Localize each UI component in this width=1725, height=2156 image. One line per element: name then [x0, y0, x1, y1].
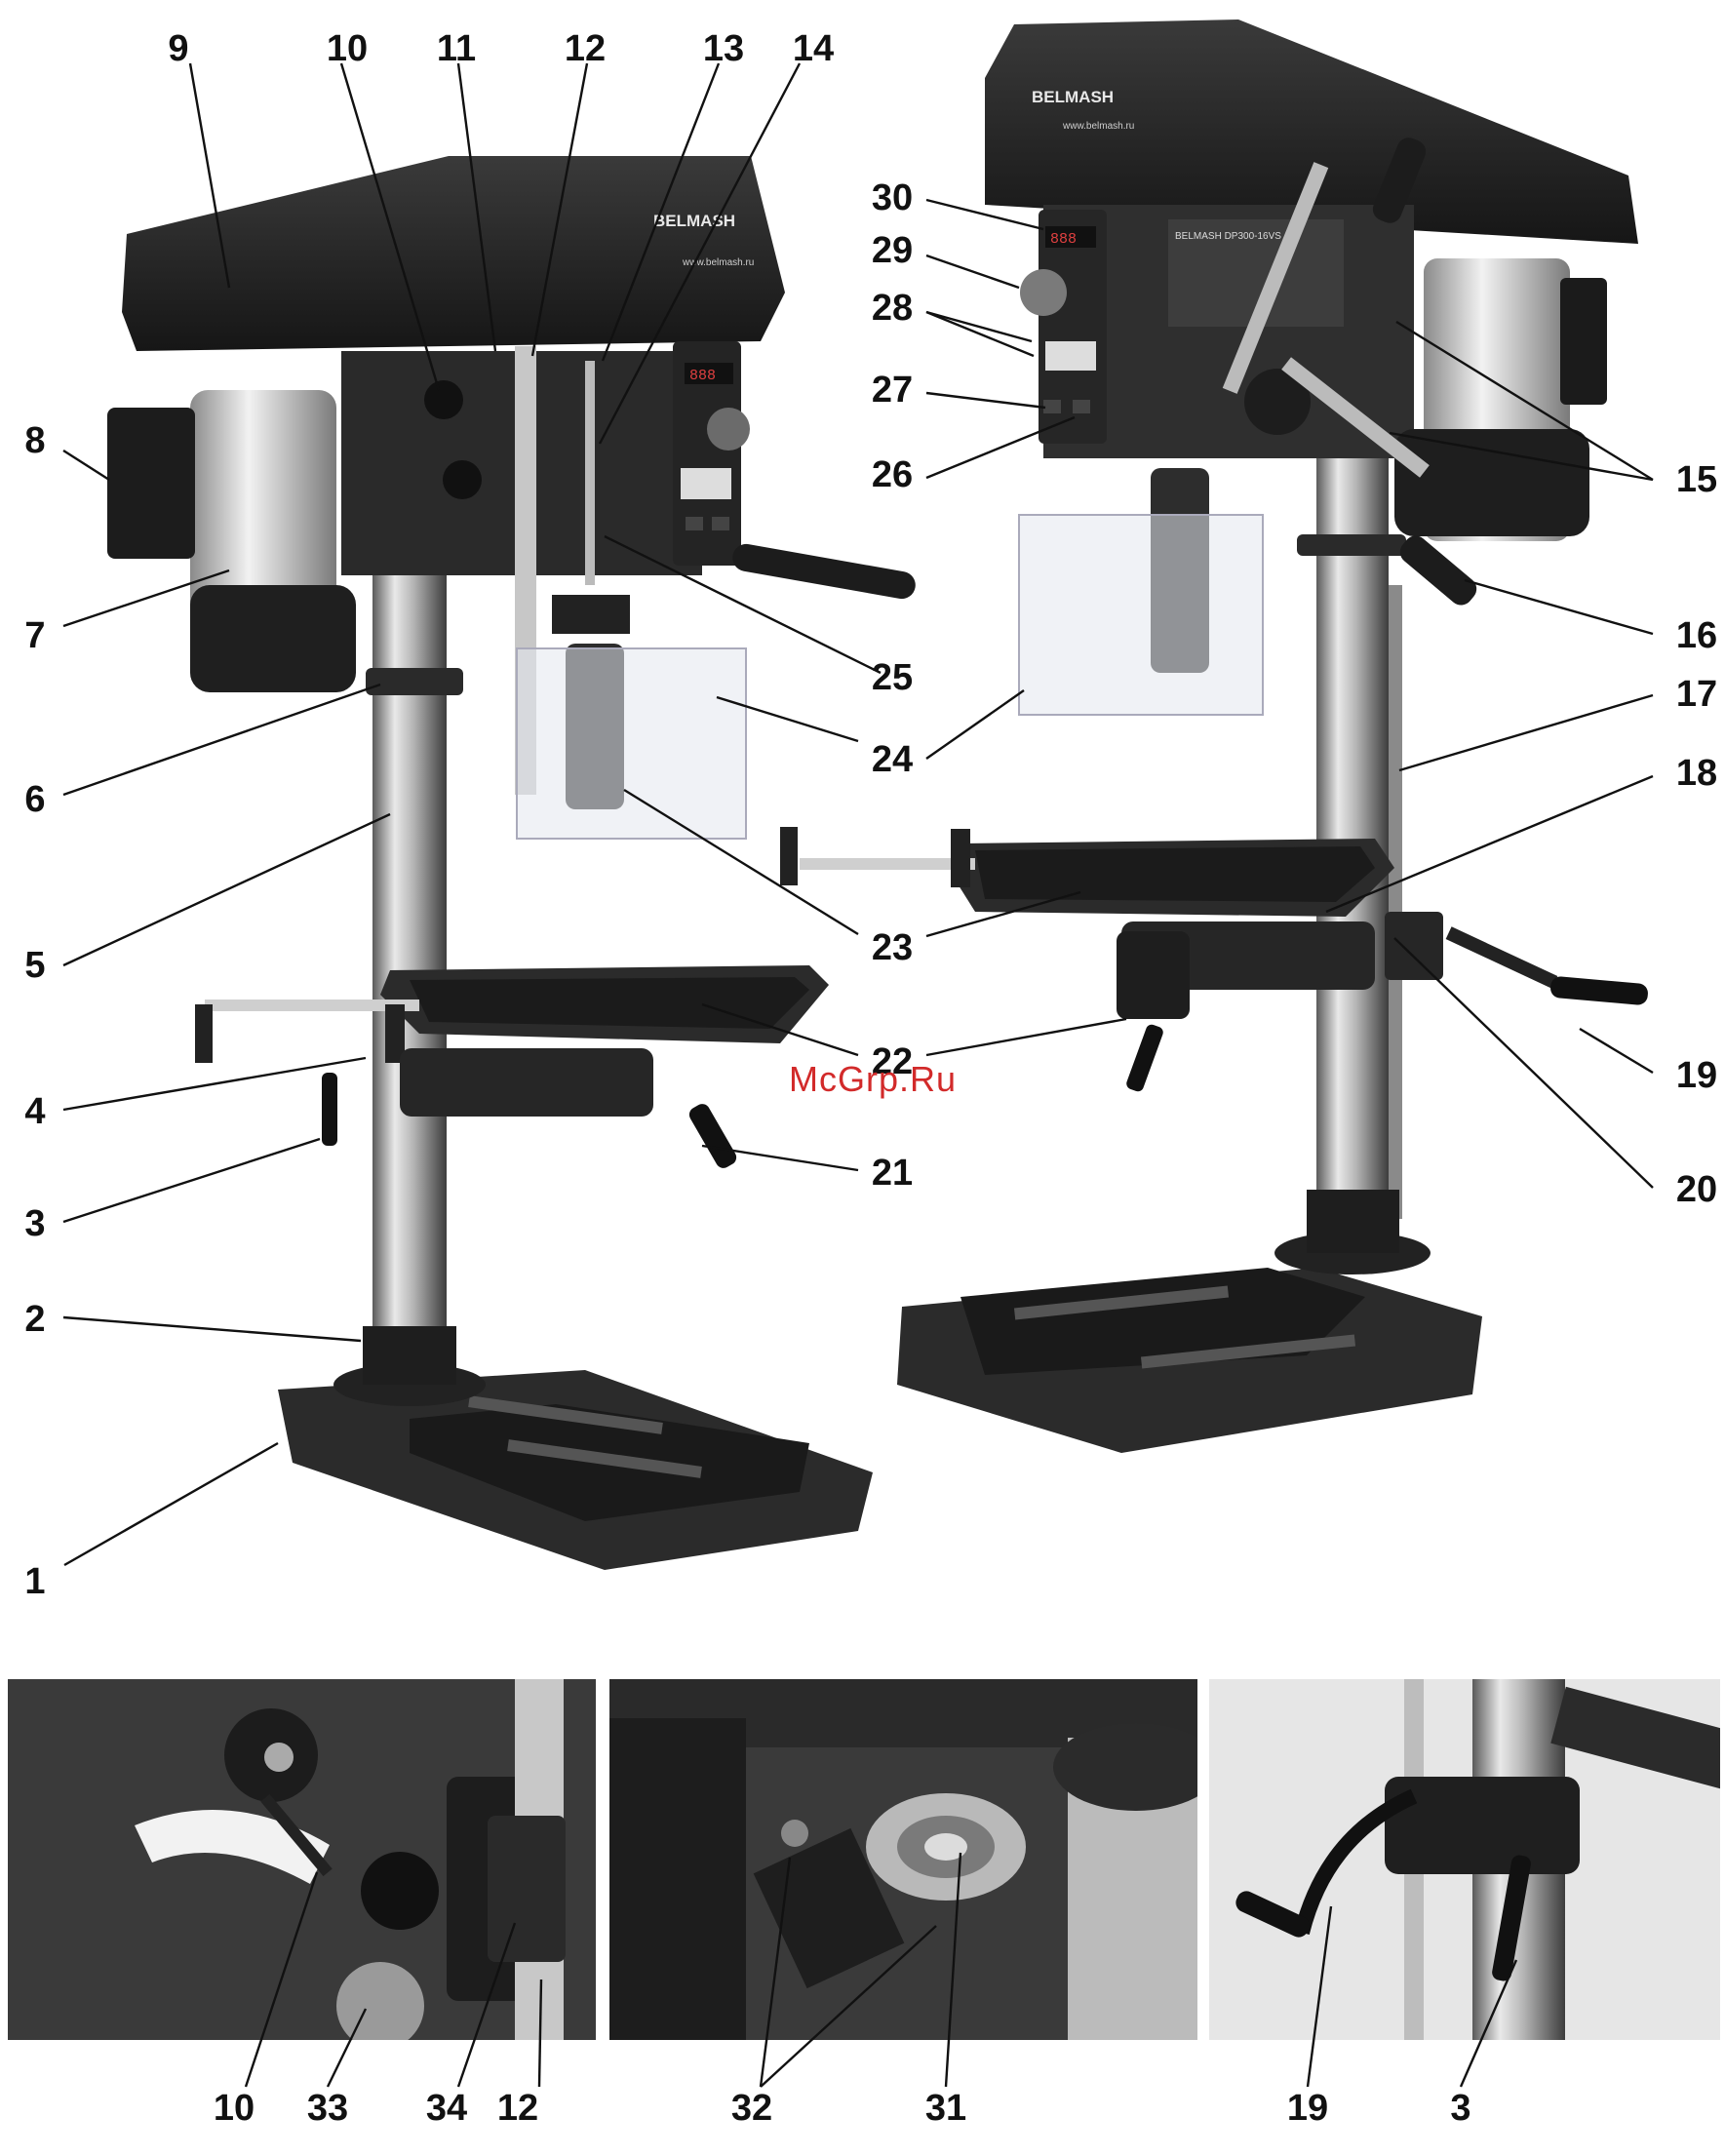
callout-25: 25 — [872, 659, 913, 696]
detail-callout-32: 32 — [731, 2090, 772, 2127]
detail-callout-34: 34 — [426, 2090, 467, 2127]
nameplate-model: BELMASH DP300-16VS — [1175, 231, 1281, 242]
left-display-digits: 888 — [689, 368, 716, 384]
detail-panel-spindle-underside — [609, 1679, 1197, 2040]
left-head-cover — [122, 156, 785, 351]
callout-3: 3 — [24, 1205, 45, 1242]
callout-28: 28 — [872, 290, 913, 327]
callout-12: 12 — [565, 30, 606, 67]
drill-press-illustration: BELMASH www.belmash.ru 888 — [0, 0, 1725, 1658]
callout-30: 30 — [872, 179, 913, 216]
callout-18: 18 — [1676, 755, 1717, 792]
detail-callout-19: 19 — [1287, 2090, 1328, 2127]
detail-callout-3: 3 — [1450, 2090, 1470, 2127]
callout-17: 17 — [1676, 676, 1717, 713]
callout-1: 1 — [24, 1563, 45, 1600]
callout-26: 26 — [872, 456, 913, 493]
svg-text:BELMASH: BELMASH — [653, 212, 735, 230]
callout-13: 13 — [703, 30, 744, 67]
detail-panel-table-crank — [1209, 1679, 1720, 2040]
callout-20: 20 — [1676, 1171, 1717, 1208]
detail-callout-31: 31 — [925, 2090, 966, 2127]
right-chuck-guard — [1019, 515, 1263, 715]
callout-5: 5 — [24, 947, 45, 984]
callout-8: 8 — [24, 422, 45, 459]
detail-callout-10: 10 — [214, 2090, 255, 2127]
callout-15: 15 — [1676, 461, 1717, 498]
callout-14: 14 — [793, 30, 834, 67]
detail-panel-speed-lever — [8, 1679, 596, 2040]
callout-29: 29 — [872, 232, 913, 269]
callout-16: 16 — [1676, 617, 1717, 654]
callout-19: 19 — [1676, 1057, 1717, 1094]
callout-4: 4 — [24, 1093, 45, 1130]
right-display-digits: 888 — [1050, 231, 1077, 248]
right-logo: BELMASH — [1032, 88, 1114, 106]
left-chuck-guard — [517, 648, 746, 839]
callout-27: 27 — [872, 372, 913, 409]
callout-9: 9 — [168, 30, 188, 67]
watermark: McGrp.Ru — [789, 1059, 957, 1100]
callout-11: 11 — [437, 30, 476, 67]
detail-callout-12: 12 — [497, 2090, 538, 2127]
callout-10: 10 — [327, 30, 368, 67]
callout-21: 21 — [872, 1155, 913, 1192]
callout-6: 6 — [24, 781, 45, 818]
detail-callout-33: 33 — [307, 2090, 348, 2127]
callout-7: 7 — [24, 617, 45, 654]
callout-23: 23 — [872, 929, 913, 966]
callout-24: 24 — [872, 741, 913, 778]
callout-2: 2 — [24, 1301, 45, 1338]
right-website: www.belmash.ru — [1062, 121, 1134, 132]
